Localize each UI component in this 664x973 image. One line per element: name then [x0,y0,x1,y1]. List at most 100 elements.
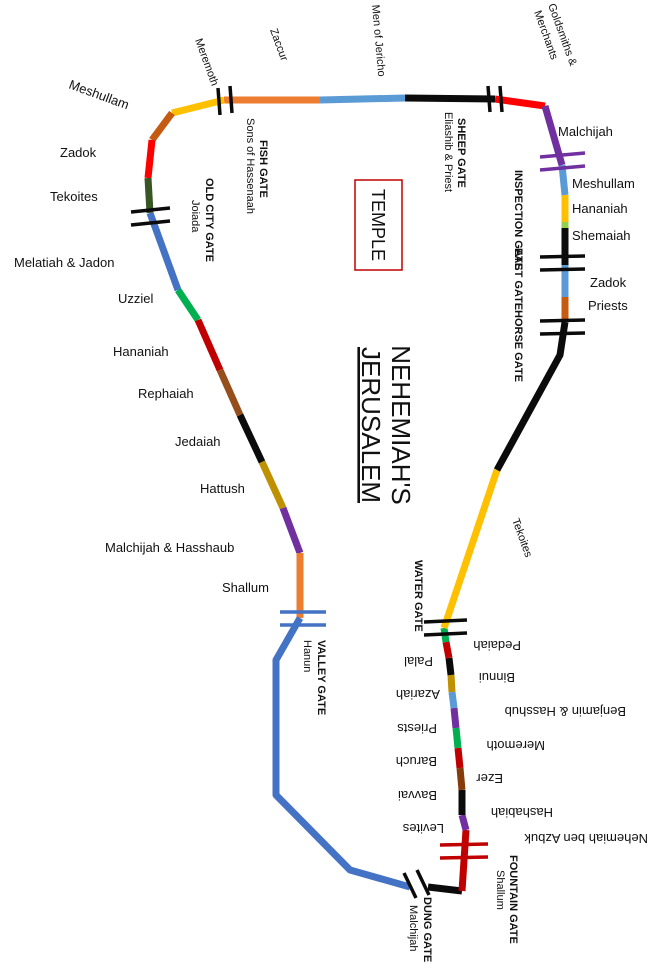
gate-marker [130,206,171,214]
gate-marker [486,85,492,113]
temple-label: TEMPLE [368,189,388,261]
wall-segment [493,321,569,472]
wall-segment [494,95,546,110]
wall-segment [447,674,456,693]
wall-segment [144,139,156,179]
builder-label: Meremoth [192,37,220,88]
builder-label: Priests [397,721,437,736]
wall-segment [149,110,175,143]
wall-segment [404,94,496,103]
builder-label: Baruch [396,754,437,769]
builder-label: Meremoth [486,738,545,753]
wall-segment [450,707,460,729]
builder-label: Bavvai [398,788,437,803]
builder-label: Zadok [60,145,97,160]
builder-label: Hananiah [572,201,628,216]
gate-marker [415,869,431,896]
builder-label: Tekoites [509,517,534,559]
wall-segment [175,288,201,322]
gate-label: SHEEP GATE [455,118,467,188]
map-title-line2: JERUSALEM [356,347,386,503]
wall-segment [458,829,470,892]
gate-marker [539,331,586,336]
builder-label: Zadok [590,275,627,290]
gate-label: EAST GATE [512,248,524,310]
builder-label: Ezer [476,771,503,786]
builder-label: Nehemiah ben Azbuk [524,831,648,846]
wall-segment [144,177,154,214]
builder-label: Tekoites [50,189,98,204]
builder-label: Meshullam [67,77,131,113]
builder-label: Shallum [222,580,269,595]
builder-label: Jedaiah [175,434,221,449]
gate-label: OLD CITY GATE [203,178,215,262]
wall-segment [454,747,464,769]
wall-segment [272,616,411,891]
wall-segment [445,657,455,676]
gate-marker [539,318,586,323]
builder-label: Men of Jericho [369,4,387,77]
wall-segment [456,767,466,791]
builder-label: Priests [588,298,628,313]
wall-segment [258,460,287,510]
builder-label: Binnui [479,670,515,685]
temple-box [354,179,403,271]
gate-marker [439,842,489,847]
wall-segment [440,468,501,630]
builder-label: Uzziel [118,291,154,306]
gate-label: VALLEY GATE [315,640,327,715]
wall-segment [427,883,463,895]
builder-label: Malchijah [558,124,613,139]
builder-label: Hananiah [113,344,169,359]
wall-segment [448,691,458,709]
gate-sublabel: Shallum [494,870,506,910]
wall-segment [146,211,182,292]
wall-segment [171,96,225,117]
wall-segment [194,318,224,372]
gate-marker [539,151,586,159]
gate-marker [539,254,586,259]
gate-sublabel: Hanun [301,640,313,672]
wall-segment [458,814,470,831]
gate-marker [423,618,468,624]
gate-marker [539,164,586,172]
gate-sublabel: Malchijah [407,905,419,951]
wall-segment [279,506,304,555]
gate-marker [216,87,222,116]
gate-label: FOUNTAIN GATE [507,855,519,944]
gate-marker [402,872,418,899]
builder-label: Melatiah & Jadon [14,255,114,270]
gate-label: HORSE GATE [512,310,524,382]
map-title-line1: NEHEMIAH'S [386,345,416,505]
builder-label: Malchijah & Hasshaub [105,540,234,555]
builder-label: Pedaiah [473,638,521,653]
gate-marker [439,855,489,860]
gate-sublabel: Sons of Hassenaah [244,118,256,214]
wall-segment [558,164,569,196]
wall-segment [216,368,244,417]
gate-sublabel: Eliashib & Priest [442,112,454,192]
gate-marker [423,631,468,637]
builder-label: Shemaiah [572,228,631,243]
gate-label: WATER GATE [412,560,424,632]
builder-label: Hashabiah [491,805,553,820]
builder-label: Benjamin & Hasshub [505,704,626,719]
gate-sublabel: Joiada [189,200,201,233]
gate-label: DUNG GATE [421,897,433,962]
gate-label: INSPECTION GATE [512,170,524,270]
gate-marker [498,85,504,113]
wall-segment [319,94,406,104]
wall-segment [236,413,266,464]
builder-label: Meshullam [572,176,635,191]
builder-label: Hattush [200,481,245,496]
gate-label: FISH GATE [257,140,269,198]
builder-label: Levites [402,821,444,836]
gate-marker [539,267,586,272]
builder-label: Azariah [396,687,440,702]
gate-marker [228,85,234,114]
builder-label: Zaccur [267,27,290,63]
builder-label: Rephaiah [138,386,194,401]
wall-segment [452,727,462,749]
gate-marker [130,219,171,227]
